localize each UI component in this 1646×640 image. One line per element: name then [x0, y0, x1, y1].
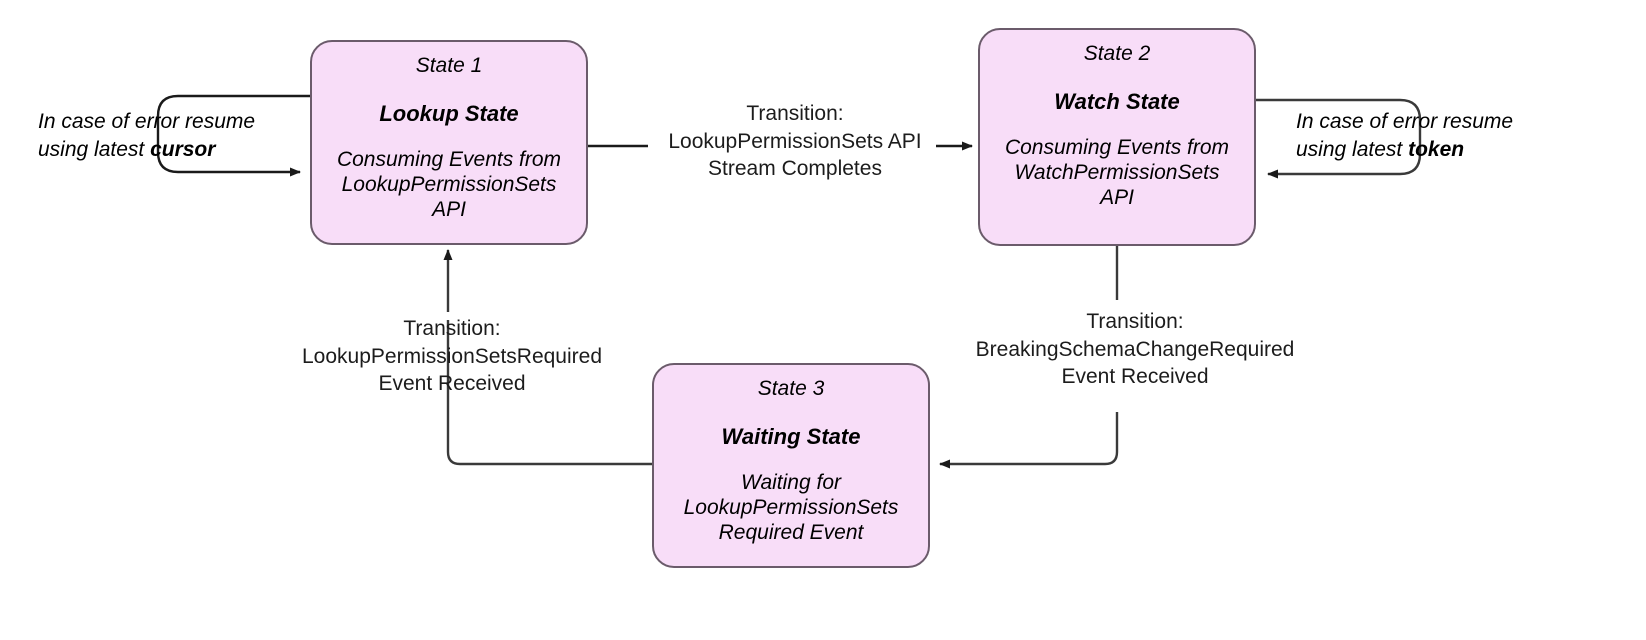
state-node-lookup-state[interactable]: State 1 Lookup State Consuming Events fr… [310, 40, 588, 245]
state-description: Consuming Events from WatchPermissionSet… [1004, 136, 1230, 209]
state-title: Watch State [1054, 89, 1180, 115]
self-loop-note-cursor-prefix: In case of error resume using latest [38, 110, 256, 162]
transition-label-state1-to-state2: Transition: LookupPermissionSets API Str… [668, 102, 922, 181]
state-description: Waiting for LookupPermissionSets Require… [683, 471, 899, 544]
state-index-label: State 1 [415, 54, 483, 77]
state-title: Waiting State [721, 424, 861, 450]
transition-label-state3-to-state1: Transition: LookupPermissionSetsRequired… [302, 317, 602, 396]
state-index-label: State 3 [757, 377, 825, 400]
state-index-label: State 2 [1083, 42, 1151, 65]
state-title: Lookup State [379, 101, 519, 127]
state-node-watch-state[interactable]: State 2 Watch State Consuming Events fro… [978, 28, 1256, 246]
transition-label-state2-to-state3: Transition: BreakingSchemaChangeRequired… [975, 310, 1295, 389]
self-loop-note-token-prefix: In case of error resume using latest [1296, 110, 1514, 162]
self-loop-note-token-emphasis: token [1408, 138, 1465, 162]
self-loop-note-token: In case of error resume using latest tok… [1296, 108, 1548, 165]
state-description: Consuming Events from LookupPermissionSe… [336, 148, 562, 221]
self-loop-note-cursor-emphasis: cursor [150, 138, 216, 162]
self-loop-note-cursor: In case of error resume using latest cur… [38, 108, 290, 165]
state-node-waiting-state[interactable]: State 3 Waiting State Waiting for Lookup… [652, 363, 930, 568]
